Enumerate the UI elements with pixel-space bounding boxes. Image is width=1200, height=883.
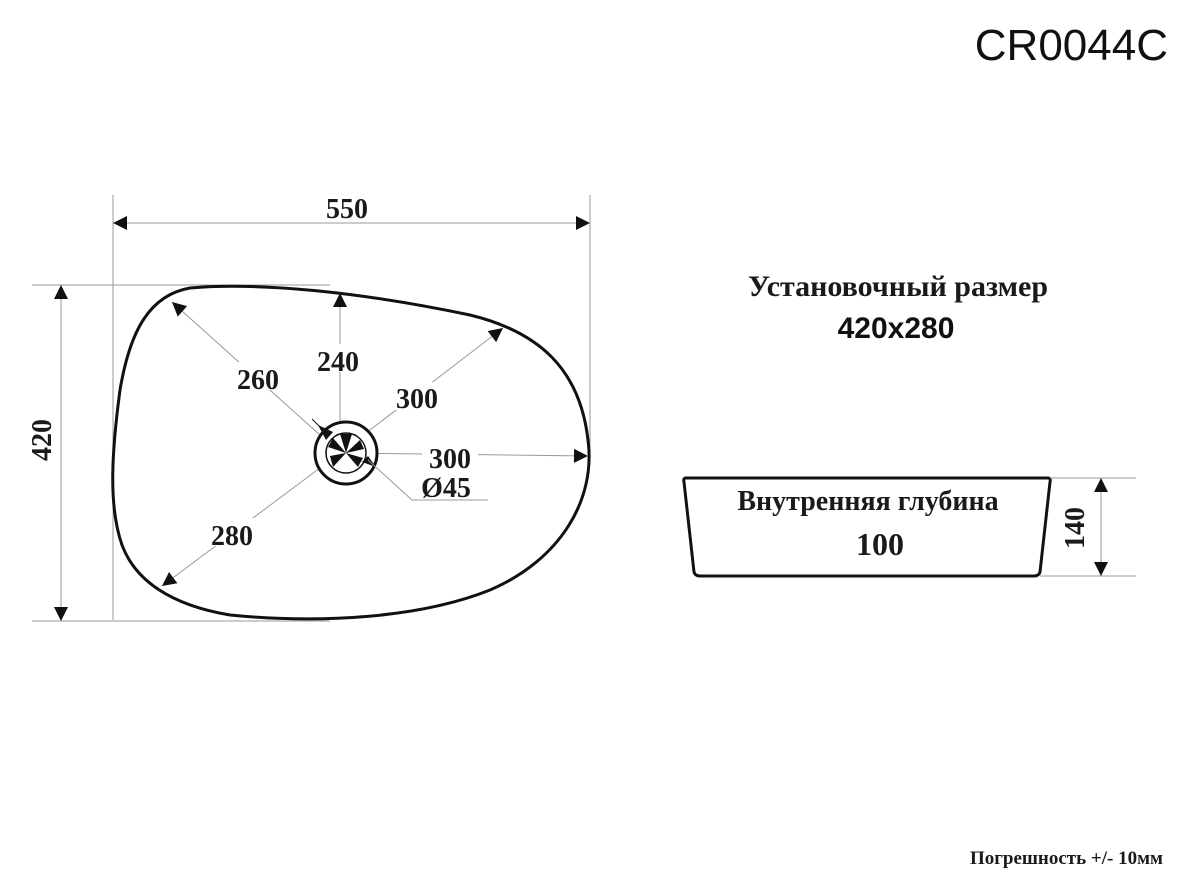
width-label: 550 [326, 194, 368, 225]
radius-label-upper-right: 300 [396, 384, 438, 415]
mounting-size-value: 420x280 [838, 312, 955, 345]
basin-outline [111, 284, 591, 621]
model-code: CR0044C [975, 21, 1168, 70]
inner-depth-title: Внутренняя глубина [737, 486, 998, 517]
depth-label: 420 [27, 419, 58, 461]
drain-icon [313, 420, 379, 486]
top-view: 550 420 260 240 300 300 280 [27, 194, 591, 622]
drain-leader [367, 459, 488, 501]
height-label: 140 [1060, 507, 1091, 549]
radius-label-upper-left: 260 [237, 365, 279, 396]
inner-depth-value: 100 [856, 526, 904, 562]
tolerance-note: Погрешность +/- 10мм [970, 848, 1163, 869]
drain-diameter-label: Ø45 [421, 473, 471, 504]
radius-label-top: 240 [317, 347, 359, 378]
side-view: 140 Внутренняя глубина 100 [682, 476, 1136, 578]
mounting-size-title: Установочный размер [748, 270, 1048, 303]
side-profile [682, 476, 1052, 578]
radius-label-right: 300 [429, 444, 471, 475]
radius-label-lower-left: 280 [211, 521, 253, 552]
